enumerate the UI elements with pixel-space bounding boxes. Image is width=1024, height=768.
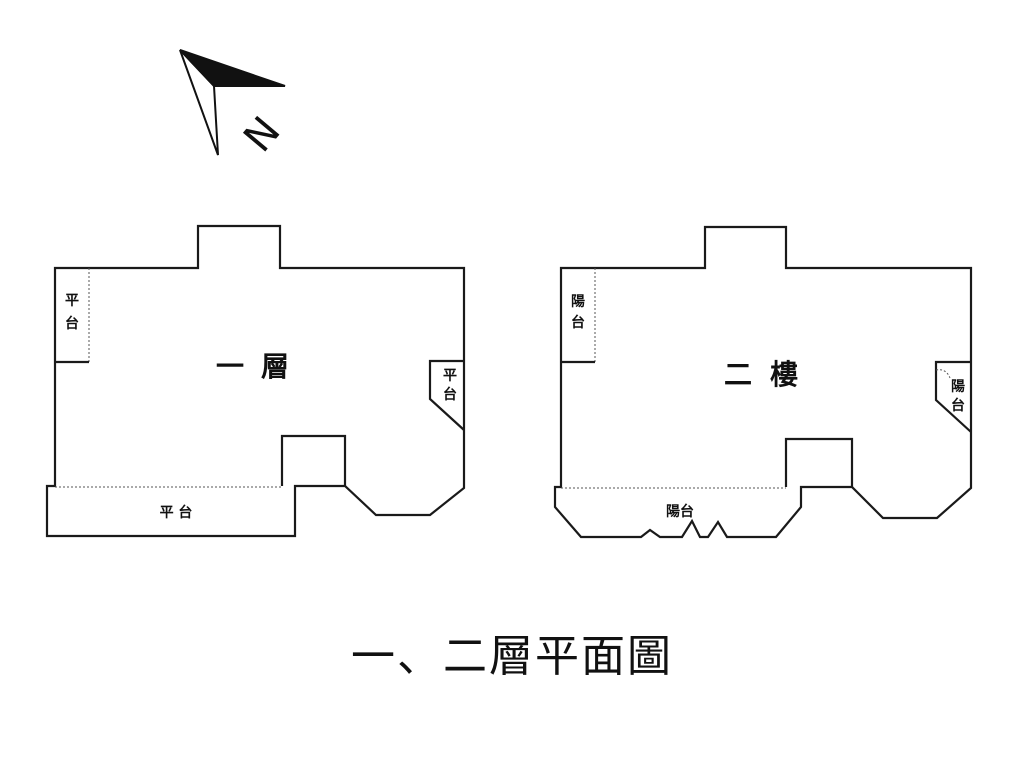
floor1-title-char2: 層 [261,350,289,383]
floor1-plan: 一 層 平 台 平 台 平 台 [45,224,466,538]
floor1-notch [280,434,347,486]
floor2-right-balcony-door [935,369,951,379]
floor1-bottom-terrace-label: 平 台 [160,504,193,521]
floor2-bottom-balcony-label: 陽台 [666,503,694,520]
floor1-right-terrace-label1: 平 [443,368,457,384]
floor2-right-balcony-label2: 台 [951,397,965,414]
floor2-right-balcony-label1: 陽 [951,378,965,395]
floor2-outline [553,225,973,539]
floor1-outline [45,224,466,538]
north-arrow: N [179,49,290,161]
floor1-right-terrace-wall [428,359,465,431]
floor2-title-char2: 樓 [770,358,798,391]
floor1-title-char1: 一 [216,350,244,383]
north-arrow-fill [179,49,286,87]
floor2-left-balcony-label1: 陽 [571,293,585,310]
floor2-right-balcony-wall [934,360,972,433]
north-letter: N [235,108,289,160]
drawing-caption: 一、二層平面圖 [351,631,673,682]
floor1-left-terrace-label2: 台 [65,315,79,332]
floor1-right-terrace-label2: 台 [443,386,457,403]
floor2-left-balcony-label2: 台 [571,314,585,331]
floor2-plan: 二 樓 陽 台 陽 台 陽台 [553,225,973,539]
floor2-notch [784,437,854,487]
floor2-title-char1: 二 [724,358,752,391]
floor1-left-terrace-label1: 平 [65,293,79,309]
